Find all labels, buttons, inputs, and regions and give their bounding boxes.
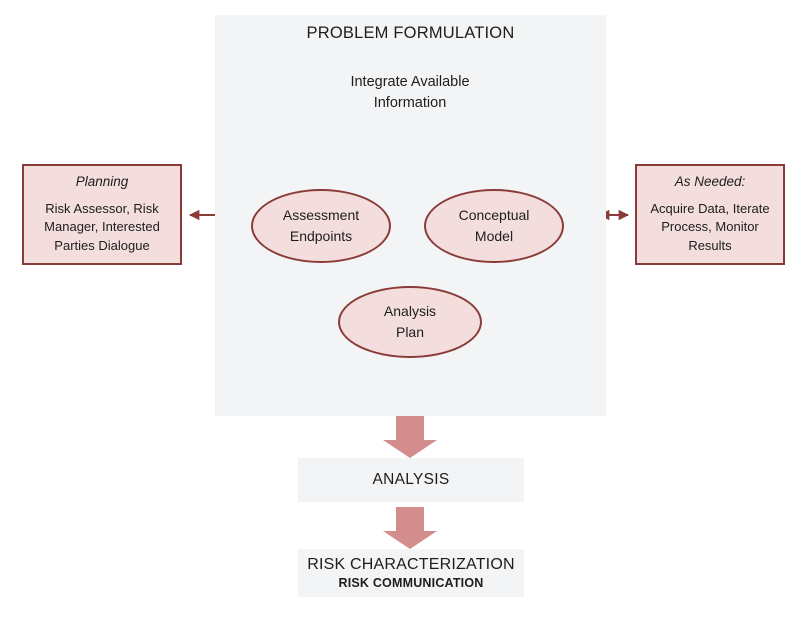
as-needed-box-title: As Needed: [674, 173, 746, 189]
planning-line-2: Manager, Interested [44, 219, 160, 235]
analysis-stage-box[interactable]: ANALYSIS [298, 458, 524, 502]
integrate-information-node[interactable]: Integrate Available Information [285, 58, 535, 128]
assessment-endpoints-line-1: Assessment [282, 207, 360, 223]
assessment-endpoints-line-2: Endpoints [289, 228, 353, 244]
hexagon-label: Integrate Available Information [285, 58, 535, 128]
as-needed-box[interactable]: As Needed: Acquire Data, Iterate Process… [635, 164, 785, 265]
analysis-plan-node[interactable]: Analysis Plan [338, 286, 482, 358]
block-arrow-to-risk [383, 507, 437, 549]
analysis-stage-label: ANALYSIS [372, 471, 450, 488]
block-arrow-to-analysis [383, 416, 437, 458]
as-needed-box-body: Acquire Data, Iterate Process, Monitor R… [642, 200, 777, 255]
risk-characterization-label: RISK CHARACTERIZATION [307, 556, 515, 573]
as-needed-line-1: Acquire Data, Iterate [650, 200, 770, 216]
risk-characterization-stage-box[interactable]: RISK CHARACTERIZATION RISK COMMUNICATION [298, 549, 524, 597]
hexagon-line-2: Information [373, 95, 447, 111]
planning-box-body: Risk Assessor, Risk Manager, Interested … [36, 200, 168, 255]
as-needed-line-2: Process, Monitor [661, 219, 759, 235]
as-needed-line-3: Results [688, 237, 732, 253]
risk-communication-label: RISK COMMUNICATION [338, 576, 484, 590]
planning-line-3: Parties Dialogue [54, 237, 150, 253]
planning-line-1: Risk Assessor, Risk [45, 200, 159, 216]
planning-box[interactable]: Planning Risk Assessor, Risk Manager, In… [22, 164, 182, 265]
analysis-plan-line-1: Analysis [383, 303, 437, 319]
analysis-plan-line-2: Plan [395, 324, 425, 340]
conceptual-model-node[interactable]: Conceptual Model [424, 189, 564, 263]
conceptual-model-line-2: Model [474, 228, 514, 244]
assessment-endpoints-node[interactable]: Assessment Endpoints [251, 189, 391, 263]
panel-title: PROBLEM FORMULATION [306, 24, 515, 42]
conceptual-model-line-1: Conceptual [458, 207, 530, 223]
planning-box-title: Planning [75, 173, 129, 189]
hexagon-line-1: Integrate Available [350, 73, 470, 90]
